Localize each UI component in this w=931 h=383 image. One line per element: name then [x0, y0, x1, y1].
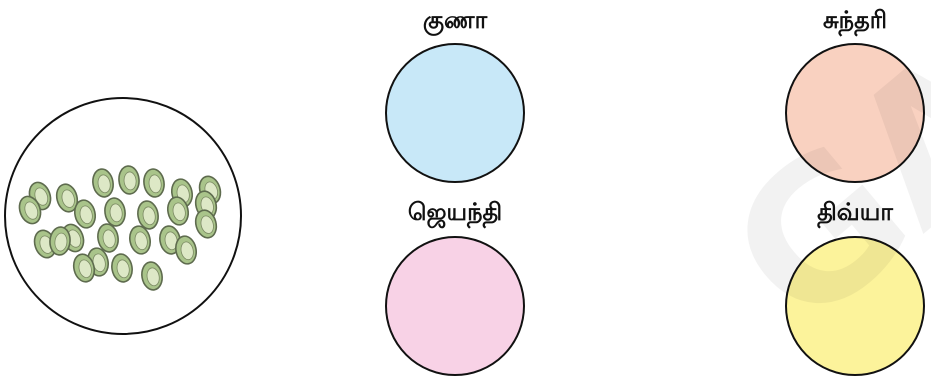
name-label-sundari: சுந்தரி: [770, 6, 931, 34]
name-label-divya: திவ்யா: [770, 198, 931, 226]
sundari-circle[interactable]: [786, 44, 924, 182]
jayanthi-circle[interactable]: [386, 237, 524, 375]
name-label-guna: குணா: [370, 6, 540, 34]
guna-circle[interactable]: [386, 44, 524, 182]
divya-circle[interactable]: [786, 237, 924, 375]
name-label-jayanthi: ஜெயந்தி: [370, 198, 540, 226]
